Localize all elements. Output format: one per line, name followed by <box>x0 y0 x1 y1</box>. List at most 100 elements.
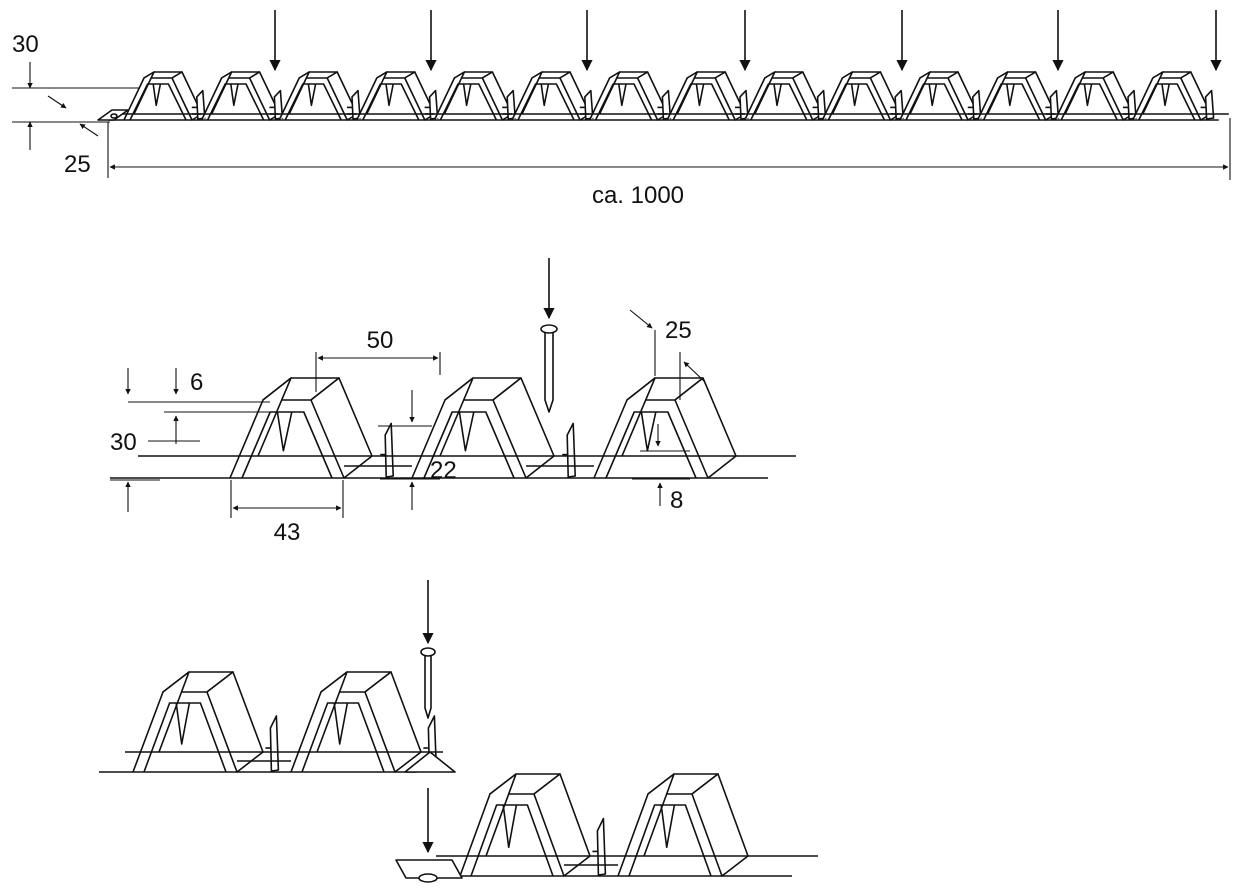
overview-strip: 30 25 ca. 1000 <box>12 10 1231 209</box>
rib-left-face <box>744 71 776 121</box>
rib-left-face <box>593 377 656 479</box>
rib-tooth <box>175 702 191 745</box>
rib-left-face <box>123 71 155 121</box>
rib-tooth <box>695 83 705 107</box>
rib-left-face <box>132 671 190 773</box>
fixing-clip <box>1204 89 1215 120</box>
detail-top-label: 6 <box>190 369 203 396</box>
fixing-clip <box>566 422 576 478</box>
rib-inner-edge <box>143 702 227 773</box>
rib-tooth <box>1083 83 1093 107</box>
rib-inner-edge <box>284 83 342 121</box>
assembly-upper-profile <box>99 671 456 773</box>
rib-left-face <box>588 71 621 121</box>
dim-depth-arrow-b <box>79 123 99 137</box>
rib-tooth <box>618 83 627 107</box>
nail <box>540 324 558 413</box>
rib-tooth <box>502 804 518 849</box>
rib-left-face <box>278 71 310 121</box>
rib-tooth <box>385 83 394 107</box>
rib-tooth <box>462 83 472 107</box>
rib-tooth <box>540 83 550 107</box>
rib-inner-edge <box>517 83 575 121</box>
rib-inner-edge <box>470 804 554 877</box>
rib-left-face <box>433 71 466 121</box>
rib-left-face <box>290 671 348 773</box>
rib-left-face <box>356 71 388 121</box>
fixing-clip <box>384 422 394 478</box>
rib-right-face <box>206 671 264 773</box>
rib-right-face <box>533 773 591 877</box>
rib-inner-edge <box>827 83 886 121</box>
rib-inner-edge <box>982 83 1041 121</box>
rib-tooth <box>1006 83 1015 107</box>
rib-tooth <box>276 411 293 452</box>
rib-tooth <box>307 83 317 107</box>
dim-depth-arrow-a <box>47 95 67 109</box>
overview-length-label: ca. 1000 <box>592 182 684 209</box>
rib-inner-edge <box>594 83 653 121</box>
rib-inner-edge <box>605 411 697 479</box>
rib-tooth <box>640 411 657 452</box>
rib-left-face <box>976 71 1009 121</box>
assembly-section <box>99 580 818 883</box>
rib-inner-edge <box>362 83 420 121</box>
rib-left-face <box>511 71 543 121</box>
rib-inner-edge <box>1138 83 1196 121</box>
rib-right-face <box>310 377 373 479</box>
rib-inner-edge <box>439 83 498 121</box>
overview-height-label: 30 <box>12 31 39 58</box>
rib-right-face <box>674 377 737 479</box>
rib-inner-edge <box>750 83 808 121</box>
rib-left-face <box>1054 71 1086 121</box>
rib-inner-edge <box>1060 83 1118 121</box>
detail-depth-label: 25 <box>665 317 692 344</box>
assembly-nail <box>420 647 436 719</box>
detail-section: 50 25 6 30 22 8 43 <box>110 258 796 546</box>
rib-left-face <box>200 71 233 121</box>
detail-inner-label: 22 <box>430 457 457 484</box>
rib-tooth <box>850 83 860 107</box>
rib-inner-edge <box>672 83 730 121</box>
rib-left-face <box>666 71 698 121</box>
rib-tooth <box>773 83 782 107</box>
rib-inner-edge <box>423 411 515 479</box>
rib-tooth <box>660 804 676 849</box>
rib-left-face <box>411 377 474 479</box>
detail-base-label: 43 <box>274 519 301 546</box>
edge-tab-hole <box>110 113 118 119</box>
detail-profile <box>110 377 796 479</box>
rib-tooth <box>928 83 938 107</box>
rib-left-face <box>821 71 854 121</box>
dim-25-arrow-a <box>629 309 653 329</box>
rib-tooth <box>458 411 475 452</box>
assembly-lower-profile <box>395 773 818 883</box>
lower-edge-tab <box>395 859 463 879</box>
rib-right-face <box>691 773 749 877</box>
overview-profile <box>97 71 1229 121</box>
overlap-tab <box>404 751 456 773</box>
dim-25-arrow-b <box>683 361 706 383</box>
detail-clip-label: 8 <box>670 487 683 514</box>
detail-height-label: 30 <box>110 429 137 456</box>
rib-left-face <box>1132 71 1164 121</box>
detail-spacing-label: 50 <box>367 327 394 354</box>
rib-inner-edge <box>206 83 265 121</box>
rib-left-face <box>229 377 292 479</box>
rib-inner-edge <box>905 83 963 121</box>
rib-tooth <box>230 83 239 107</box>
fixing-clip <box>596 817 607 876</box>
fixing-clip <box>269 715 280 772</box>
rib-left-face <box>459 773 517 877</box>
rib-tooth <box>152 83 162 107</box>
rib-left-face <box>617 773 675 877</box>
rib-inner-edge <box>129 83 187 121</box>
rib-tooth <box>333 702 349 745</box>
rib-left-face <box>899 71 931 121</box>
overview-depth-label: 25 <box>64 151 91 178</box>
rib-inner-edge <box>241 411 333 479</box>
nail-arrows-row <box>269 10 1222 72</box>
rib-inner-edge <box>628 804 712 877</box>
lower-tab-hole <box>418 873 438 883</box>
